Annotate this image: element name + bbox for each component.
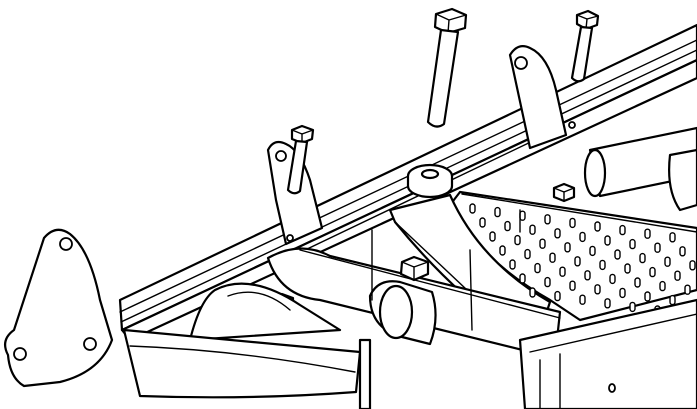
plate-slot (644, 228, 651, 239)
plate-slot (479, 217, 486, 228)
hex-bolt-small-right (570, 9, 600, 83)
plate-slot (614, 249, 621, 260)
plate-slot (669, 232, 676, 243)
plate-slot (634, 277, 641, 288)
plate-slot (529, 224, 536, 235)
mounting-bracket-front-left (3, 228, 114, 388)
plate-slot (579, 294, 586, 305)
curved-fender (122, 282, 372, 409)
plate-slot (554, 228, 561, 239)
support-struts (371, 209, 521, 331)
frame-rail-front-right (518, 298, 697, 409)
plate-slot (489, 231, 496, 242)
plate-slot (679, 246, 686, 257)
plate-slot (549, 252, 556, 263)
mounting-bracket-top-right (508, 45, 576, 150)
plate-slot (674, 270, 681, 281)
plate-slot (629, 301, 636, 313)
plate-slot (624, 263, 631, 274)
plate-slot (529, 287, 536, 298)
plate-slot (589, 245, 596, 257)
plate-slot (604, 298, 611, 309)
plate-slot (649, 266, 656, 278)
plate-slot (509, 259, 516, 270)
plate-slot (659, 280, 666, 292)
plate-slot (514, 234, 521, 246)
plate-slot (564, 242, 571, 253)
plate-slot (594, 284, 601, 295)
plate-slot (639, 252, 646, 264)
plate-slot (554, 290, 561, 302)
plate-slot (559, 266, 566, 277)
plate-slot (534, 262, 541, 274)
plate-slot (494, 206, 501, 218)
plate-slot (544, 214, 551, 225)
plate-slot (644, 291, 651, 302)
plate-slot (619, 287, 626, 299)
plate-slot (594, 221, 601, 232)
plate-slot (654, 242, 661, 253)
hex-nut-center (399, 255, 430, 282)
plate-slot (664, 256, 671, 267)
plate-slot (584, 270, 591, 281)
cylinder-rod-upper (583, 126, 697, 212)
plate-slot (499, 245, 506, 256)
plate-slot (609, 273, 616, 285)
plate-slot (599, 259, 606, 271)
plate-slot (469, 203, 476, 214)
plate-slot (579, 231, 586, 243)
plate-slot (504, 220, 511, 232)
plate-slot (684, 284, 691, 295)
plate-slot (544, 276, 551, 288)
hex-nut-rear (552, 182, 576, 203)
plate-slot (519, 210, 526, 221)
plate-slot (669, 294, 676, 306)
plate-slot (524, 248, 531, 260)
plate-slot (619, 224, 626, 236)
plate-slot (569, 217, 576, 229)
plate-slot (574, 256, 581, 267)
washer (406, 163, 454, 199)
plate-slot (604, 235, 611, 246)
plate-slots (469, 203, 696, 320)
plate-slot (519, 273, 526, 284)
plate-slot (689, 260, 696, 271)
cylinder-rod-lower (266, 247, 562, 360)
plate-slot (629, 238, 636, 250)
plate-slot (539, 238, 546, 249)
hex-bolt-large (426, 7, 468, 128)
hex-bolt-small-left (286, 124, 315, 195)
plate-slot (569, 280, 576, 291)
